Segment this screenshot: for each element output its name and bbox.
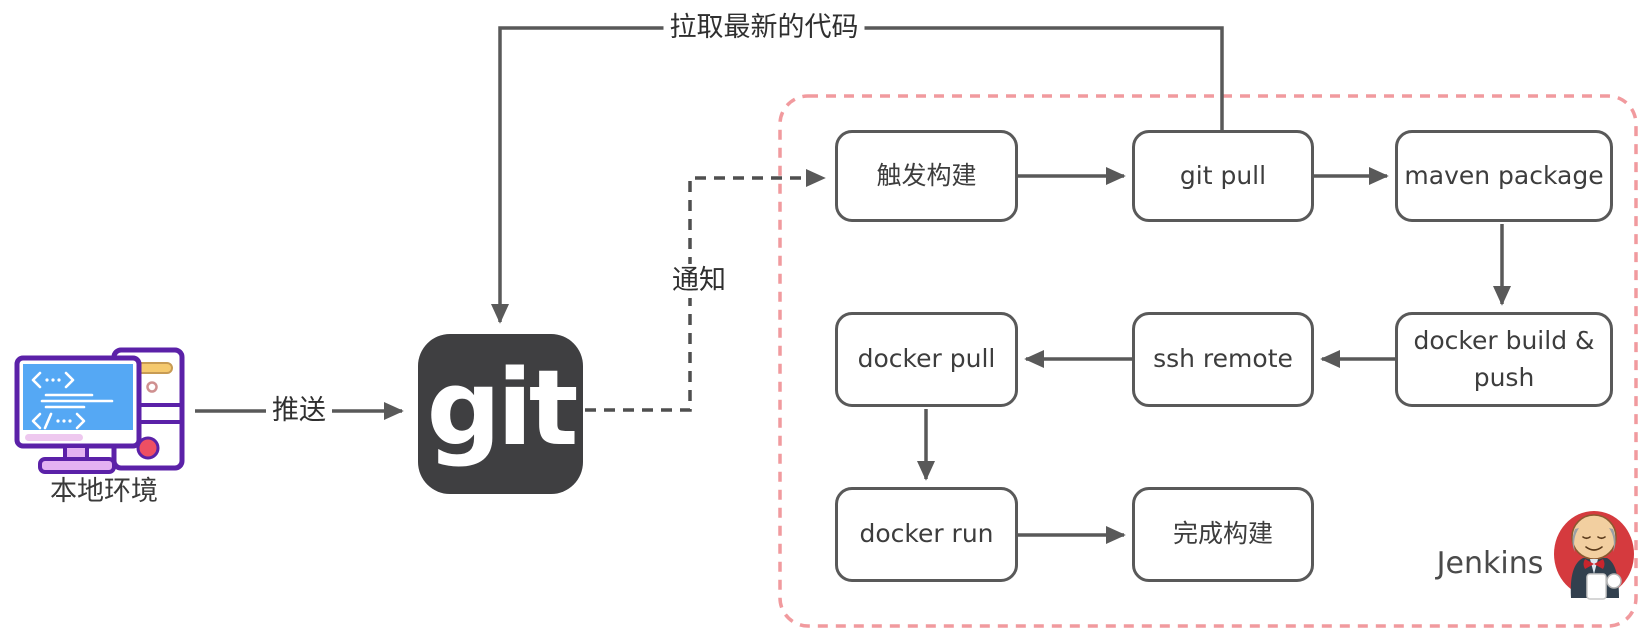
node-finish-build: 完成构建 xyxy=(1132,487,1314,582)
node-trigger-build-label: 触发构建 xyxy=(876,160,977,190)
node-docker-pull: docker pull xyxy=(835,312,1018,407)
git-icon: git xyxy=(418,334,583,494)
label-notify: 通知 xyxy=(666,264,732,299)
local-computer-icon xyxy=(12,340,192,476)
label-push: 推送 xyxy=(266,394,332,429)
jenkins-container-border xyxy=(778,94,1638,628)
node-finish-build-label: 完成构建 xyxy=(1172,519,1273,549)
node-docker-build-line2: push xyxy=(1473,362,1535,392)
node-git-pull: git pull xyxy=(1132,130,1314,222)
node-ssh-remote: ssh remote xyxy=(1132,312,1314,407)
node-trigger-build: 触发构建 xyxy=(835,130,1018,222)
jenkins-mascot-icon xyxy=(1544,502,1644,602)
node-ssh-remote-label: ssh remote xyxy=(1153,344,1293,374)
git-icon-label: git xyxy=(426,347,579,469)
node-git-pull-label: git pull xyxy=(1179,160,1267,190)
label-local-environment: 本地环境 xyxy=(50,476,158,507)
label-pull-latest-code: 拉取最新的代码 xyxy=(663,11,865,46)
edge-git-to-trigger xyxy=(585,168,826,412)
node-docker-build-line1: docker build & xyxy=(1413,326,1595,356)
label-jenkins: Jenkins xyxy=(1436,546,1544,581)
node-docker-build-push: docker build & push xyxy=(1395,312,1613,407)
node-docker-run: docker run xyxy=(835,487,1018,582)
node-maven-package-label: maven package xyxy=(1404,160,1604,190)
node-maven-package: maven package xyxy=(1395,130,1613,222)
node-docker-pull-label: docker pull xyxy=(857,344,996,374)
node-docker-run-label: docker run xyxy=(859,519,994,549)
